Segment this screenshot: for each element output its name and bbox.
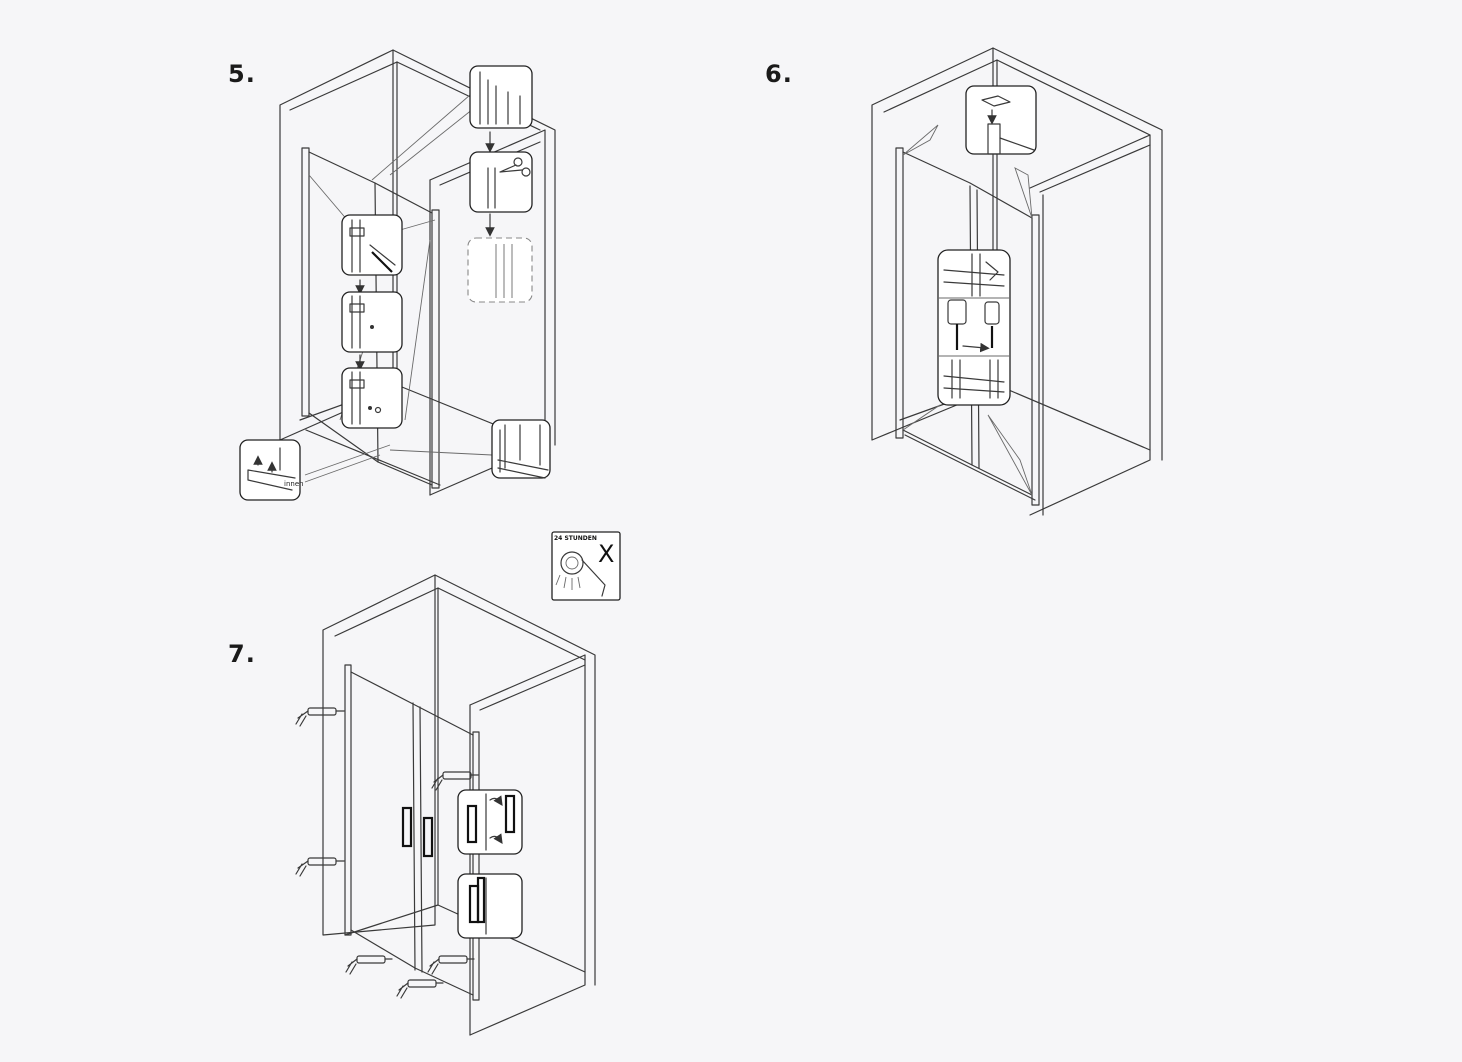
door-handle-icon — [401, 806, 434, 858]
step-7-number: 7. — [228, 640, 256, 668]
scissors-icon — [499, 157, 531, 177]
seal-strip-icon — [341, 214, 403, 276]
step-5-number: 5. — [228, 60, 256, 88]
step-5-illustration: innen — [239, 49, 556, 501]
drill-icon — [947, 299, 1000, 350]
wait-time-label: 24 STUNDEN — [554, 535, 597, 542]
inner-side-label: innen — [284, 480, 304, 488]
no-water-mark: X — [598, 540, 614, 568]
silicone-gun-icon — [295, 707, 345, 727]
end-cap-icon — [965, 85, 1037, 155]
step-7-illustration — [295, 574, 596, 1036]
step-6-number: 6. — [765, 60, 793, 88]
step-6-illustration — [871, 47, 1163, 516]
shower-head-icon: 24 STUNDEN X — [551, 531, 621, 601]
